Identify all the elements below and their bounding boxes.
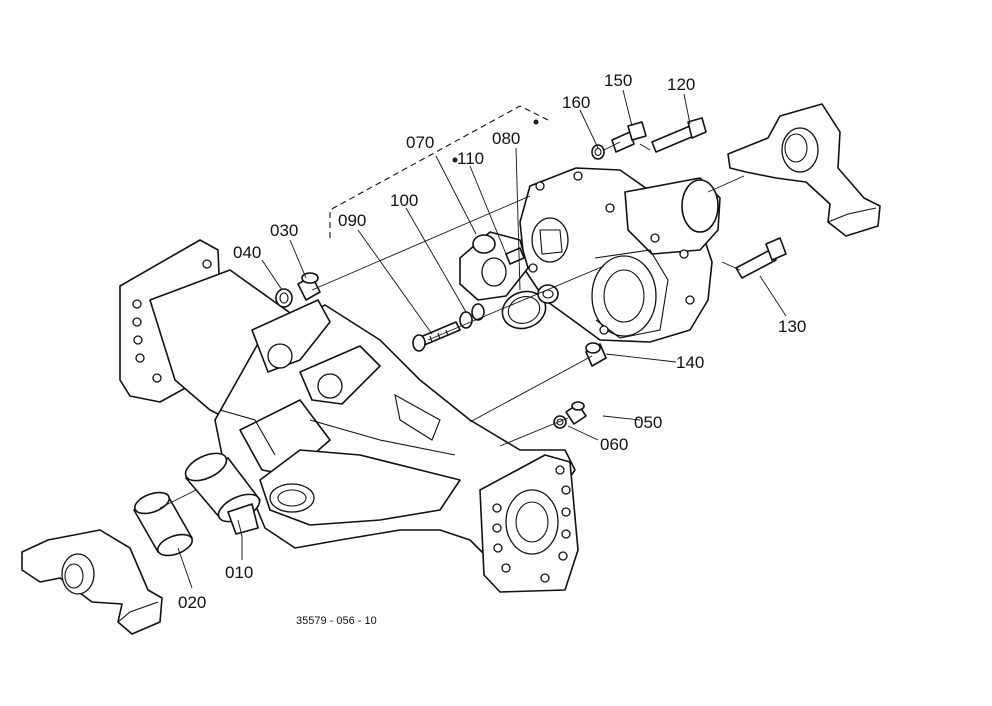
seal-ring — [537, 284, 559, 304]
plug-030 — [297, 272, 321, 301]
washer-160 — [591, 144, 605, 160]
label-090: 090 — [338, 211, 366, 230]
label-080: 080 — [492, 129, 520, 148]
label-030: 030 — [270, 221, 298, 240]
washer-040 — [275, 288, 293, 308]
left-bracket — [21, 529, 163, 635]
part-labels: 010 020 030 040 050 060 070 080 090 100 … — [178, 71, 806, 627]
label-leaders — [177, 89, 787, 589]
o-ring-080 — [501, 290, 547, 330]
label-100: 100 — [390, 191, 418, 210]
label-010: 010 — [225, 563, 253, 582]
label-110: 110 — [457, 149, 484, 168]
axle-housing-010 — [119, 239, 579, 593]
label-020: 020 — [178, 593, 206, 612]
seal-plate-070 — [459, 231, 529, 301]
alignment-lines — [159, 141, 745, 509]
pin-110 — [505, 247, 525, 265]
label-120: 120 — [667, 75, 695, 94]
washer-060 — [553, 415, 567, 429]
bolt-130 — [735, 237, 787, 279]
bushing-140 — [585, 342, 607, 367]
label-060: 060 — [600, 435, 628, 454]
label-140: 140 — [676, 353, 704, 372]
bolt-120 — [651, 117, 707, 153]
bolt-050 — [565, 401, 587, 425]
label-130: 130 — [778, 317, 806, 336]
bolt-150 — [611, 121, 647, 153]
label-070: 070 — [406, 133, 434, 152]
bushing-020 — [133, 491, 193, 557]
label-040: 040 — [233, 243, 261, 262]
right-bracket — [727, 103, 881, 237]
gear-case-cover — [519, 167, 721, 343]
label-150: 150 — [604, 71, 632, 90]
label-160: 160 — [562, 93, 590, 112]
dashed-assembly-bracket — [329, 105, 549, 238]
drawing-code: 35579 - 056 - 10 — [296, 615, 377, 627]
label-050: 050 — [634, 413, 662, 432]
washer-100 — [459, 303, 485, 329]
